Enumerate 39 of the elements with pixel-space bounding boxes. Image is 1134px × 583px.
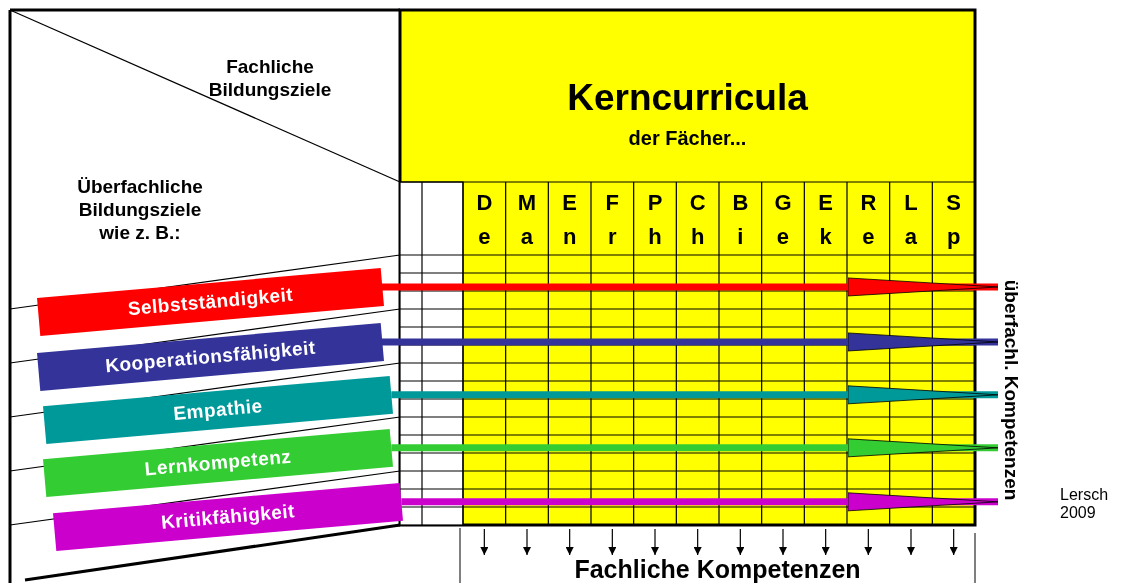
- column-letter: a: [903, 224, 919, 251]
- axis-label: überfachl. Kompetenzen: [998, 270, 1022, 510]
- column-letter: e: [477, 224, 492, 251]
- arrow: [391, 385, 999, 405]
- column-letter: S: [945, 190, 962, 217]
- heading: Überfachliche Bildungsziele wie z. B.:: [76, 176, 204, 245]
- arrow: [381, 332, 999, 352]
- column-letter: h: [647, 224, 663, 251]
- column-letter: E: [561, 190, 578, 217]
- column-letter: a: [519, 224, 535, 251]
- subtitle: der Fächer...: [627, 126, 748, 150]
- column-letter: P: [646, 190, 664, 217]
- author-note: Lersch 2009: [1060, 486, 1110, 523]
- column-letter: i: [736, 224, 745, 251]
- column-letter: E: [817, 190, 834, 217]
- column-letter: D: [475, 190, 494, 217]
- column-letter: F: [604, 190, 621, 217]
- arrow: [391, 438, 999, 458]
- column-letter: M: [516, 190, 538, 217]
- column-letter: L: [903, 190, 919, 217]
- column-letter: h: [689, 224, 706, 251]
- column-letter: C: [688, 190, 707, 217]
- arrow: [401, 492, 999, 512]
- axis-label: Fachliche Kompetenzen: [573, 554, 862, 583]
- arrow: [381, 277, 999, 297]
- column-letter: k: [818, 224, 833, 251]
- column-letter: n: [561, 224, 578, 251]
- column-letter: G: [773, 190, 793, 217]
- competence-banner: Kooperationsfähigkeit: [36, 323, 384, 391]
- column-letter: e: [775, 224, 791, 251]
- heading: Fachliche Bildungsziele: [207, 56, 333, 102]
- column-letter: R: [859, 190, 878, 217]
- column-letter: B: [731, 190, 750, 217]
- column-letter: p: [945, 224, 962, 251]
- competence-banner: Selbstständigkeit: [36, 268, 384, 336]
- column-letter: e: [861, 224, 876, 251]
- competence-banner: Kritikfähigkeit: [53, 482, 403, 552]
- title: Kerncurricula: [566, 76, 809, 120]
- column-letter: r: [607, 224, 618, 251]
